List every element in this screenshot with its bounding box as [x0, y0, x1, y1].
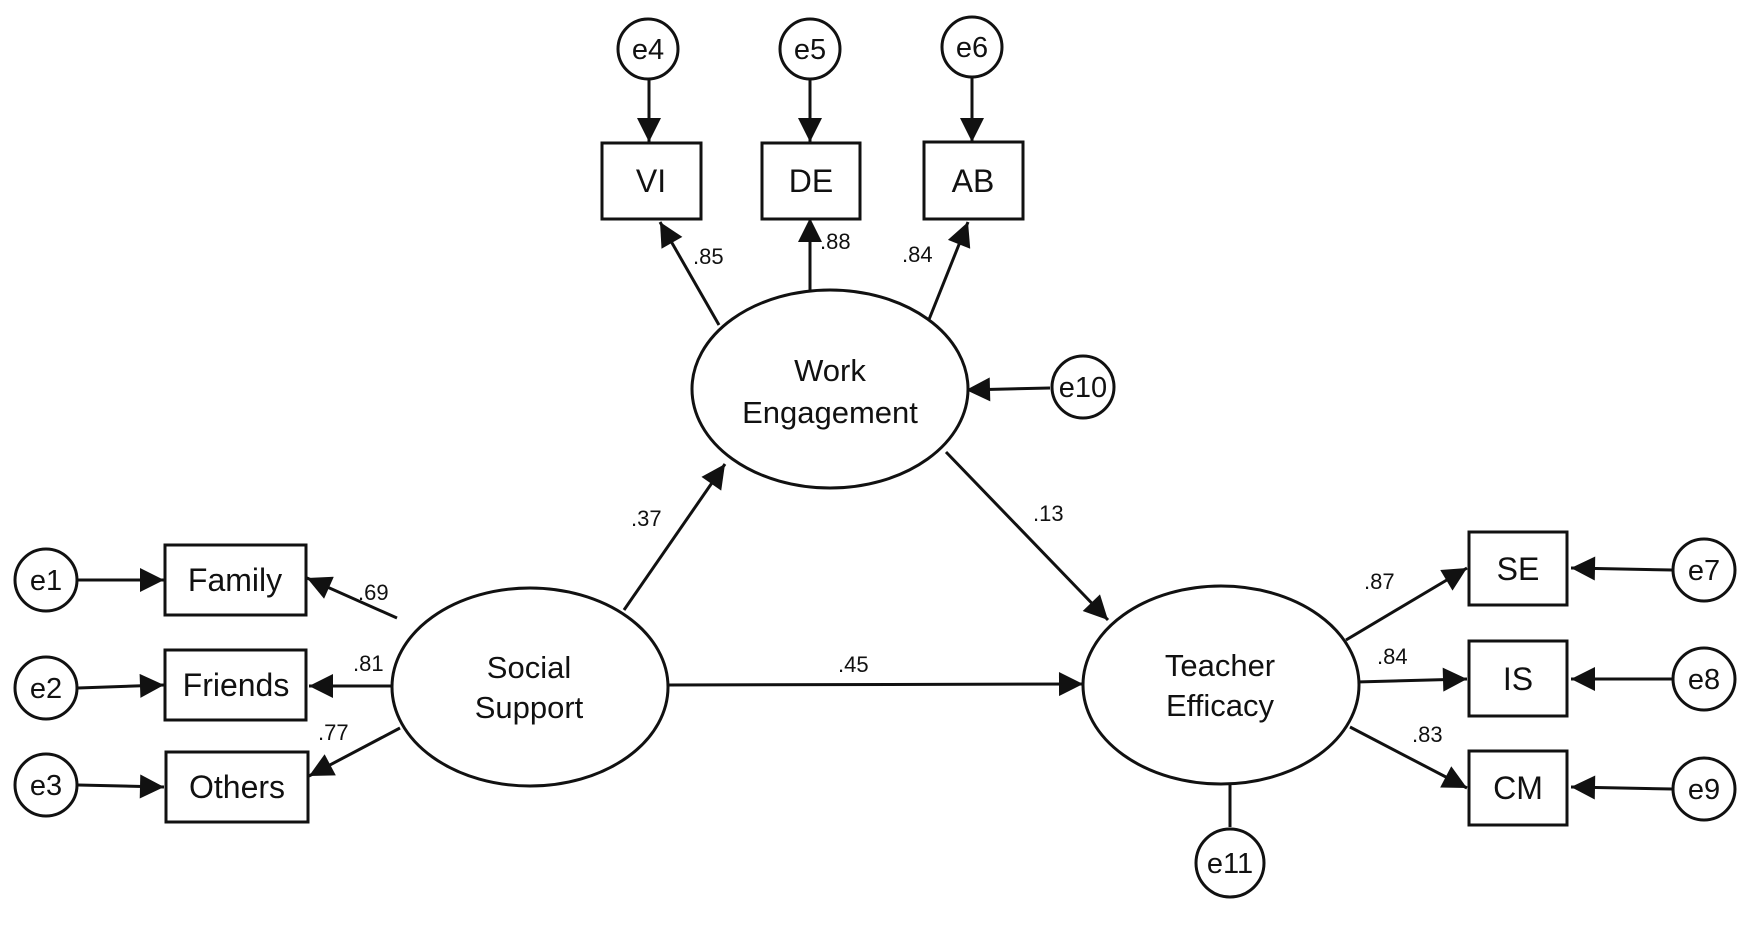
- coef-we-ab: .84: [902, 242, 933, 267]
- label-work-engagement-line2: Engagement: [742, 395, 918, 430]
- error-label-e1: e1: [30, 565, 62, 597]
- error-label-e10: e10: [1059, 372, 1107, 404]
- coef-ss-we: .37: [631, 506, 662, 531]
- indicator-box-family: [163, 543, 308, 617]
- arrow-e7-se: [1570, 556, 1673, 581]
- arrow-e10-we: [965, 377, 1051, 402]
- arrow-we-ab: [926, 221, 971, 323]
- coef-te-cm: .83: [1412, 722, 1443, 747]
- errors-layer: [13, 15, 1737, 899]
- indicator-label-de: DE: [789, 163, 833, 199]
- indicator-box-friends: [163, 648, 308, 722]
- label-social-support-line2: Support: [475, 690, 584, 725]
- coef-ss-family: .69: [358, 580, 389, 605]
- coef-ss-others: .77: [318, 720, 349, 745]
- coef-ss-friends: .81: [353, 651, 384, 676]
- latents-layer: [390, 288, 1361, 788]
- indicator-label-friends: Friends: [183, 667, 290, 703]
- error-label-e11: e11: [1207, 848, 1253, 880]
- error-label-e8: e8: [1688, 664, 1720, 696]
- error-circle-e11: [1194, 827, 1266, 899]
- error-circle-e5: [778, 17, 842, 81]
- error-circle-e7: [1671, 537, 1737, 603]
- indicator-box-de: [760, 141, 862, 221]
- arrow-ss-family: [306, 576, 398, 620]
- arrow-e2-friends: [77, 673, 165, 698]
- label-social-support-line1: Social: [487, 650, 571, 685]
- indicator-box-ab: [922, 140, 1025, 221]
- latent-teacher-efficacy: [1081, 584, 1361, 786]
- arrow-we-vi: [658, 221, 721, 326]
- arrow-ss-others: [308, 726, 401, 778]
- indicator-label-others: Others: [189, 769, 285, 805]
- indicator-box-is: [1467, 639, 1569, 718]
- error-label-e2: e2: [30, 673, 62, 705]
- error-circle-e8: [1671, 646, 1737, 712]
- arrow-te-is: [1355, 667, 1468, 692]
- coef-te-se: .87: [1364, 569, 1395, 594]
- latent-work-engagement: [690, 288, 970, 490]
- coef-we-de: .88: [820, 229, 851, 254]
- coef-we-te: .13: [1033, 501, 1064, 526]
- error-circle-e10: [1050, 354, 1116, 420]
- indicator-label-family: Family: [188, 562, 282, 598]
- error-label-e6: e6: [956, 32, 988, 64]
- arrow-te-se: [1345, 566, 1468, 642]
- error-label-e9: e9: [1688, 774, 1720, 806]
- arrow-te-cm: [1349, 725, 1468, 790]
- error-circle-e9: [1671, 756, 1737, 822]
- indicator-box-others: [164, 750, 310, 824]
- error-circle-e3: [13, 752, 79, 818]
- label-teacher-efficacy-line2: Efficacy: [1166, 688, 1274, 723]
- coef-te-is: .84: [1377, 644, 1408, 669]
- latent-social-support: [390, 586, 670, 788]
- indicators-layer: [163, 140, 1569, 827]
- indicator-label-vi: VI: [636, 163, 666, 199]
- indicator-box-cm: [1467, 749, 1569, 827]
- error-circle-e4: [616, 17, 680, 81]
- coef-ss-te: .45: [838, 652, 869, 677]
- error-label-e5: e5: [794, 34, 826, 66]
- indicator-label-se: SE: [1497, 551, 1540, 587]
- error-circle-e6: [940, 15, 1004, 79]
- indicator-label-ab: AB: [952, 163, 995, 199]
- label-teacher-efficacy-line1: Teacher: [1165, 648, 1275, 683]
- error-label-e4: e4: [632, 34, 664, 66]
- arrow-ss-te: [666, 672, 1084, 697]
- arrow-ss-we: [622, 463, 727, 611]
- error-label-e7: e7: [1688, 555, 1720, 587]
- coef-we-vi: .85: [693, 244, 724, 269]
- indicator-label-is: IS: [1503, 661, 1533, 697]
- label-work-engagement-line1: Work: [794, 353, 866, 388]
- error-label-e3: e3: [30, 770, 62, 802]
- indicator-box-se: [1467, 530, 1569, 607]
- error-circle-e2: [13, 655, 79, 721]
- arrow-e3-others: [77, 774, 165, 799]
- indicator-label-cm: CM: [1493, 770, 1543, 806]
- arrow-we-te: [944, 450, 1110, 622]
- indicator-box-vi: [600, 141, 703, 221]
- error-circle-e1: [13, 547, 79, 613]
- arrow-e9-cm: [1570, 775, 1673, 800]
